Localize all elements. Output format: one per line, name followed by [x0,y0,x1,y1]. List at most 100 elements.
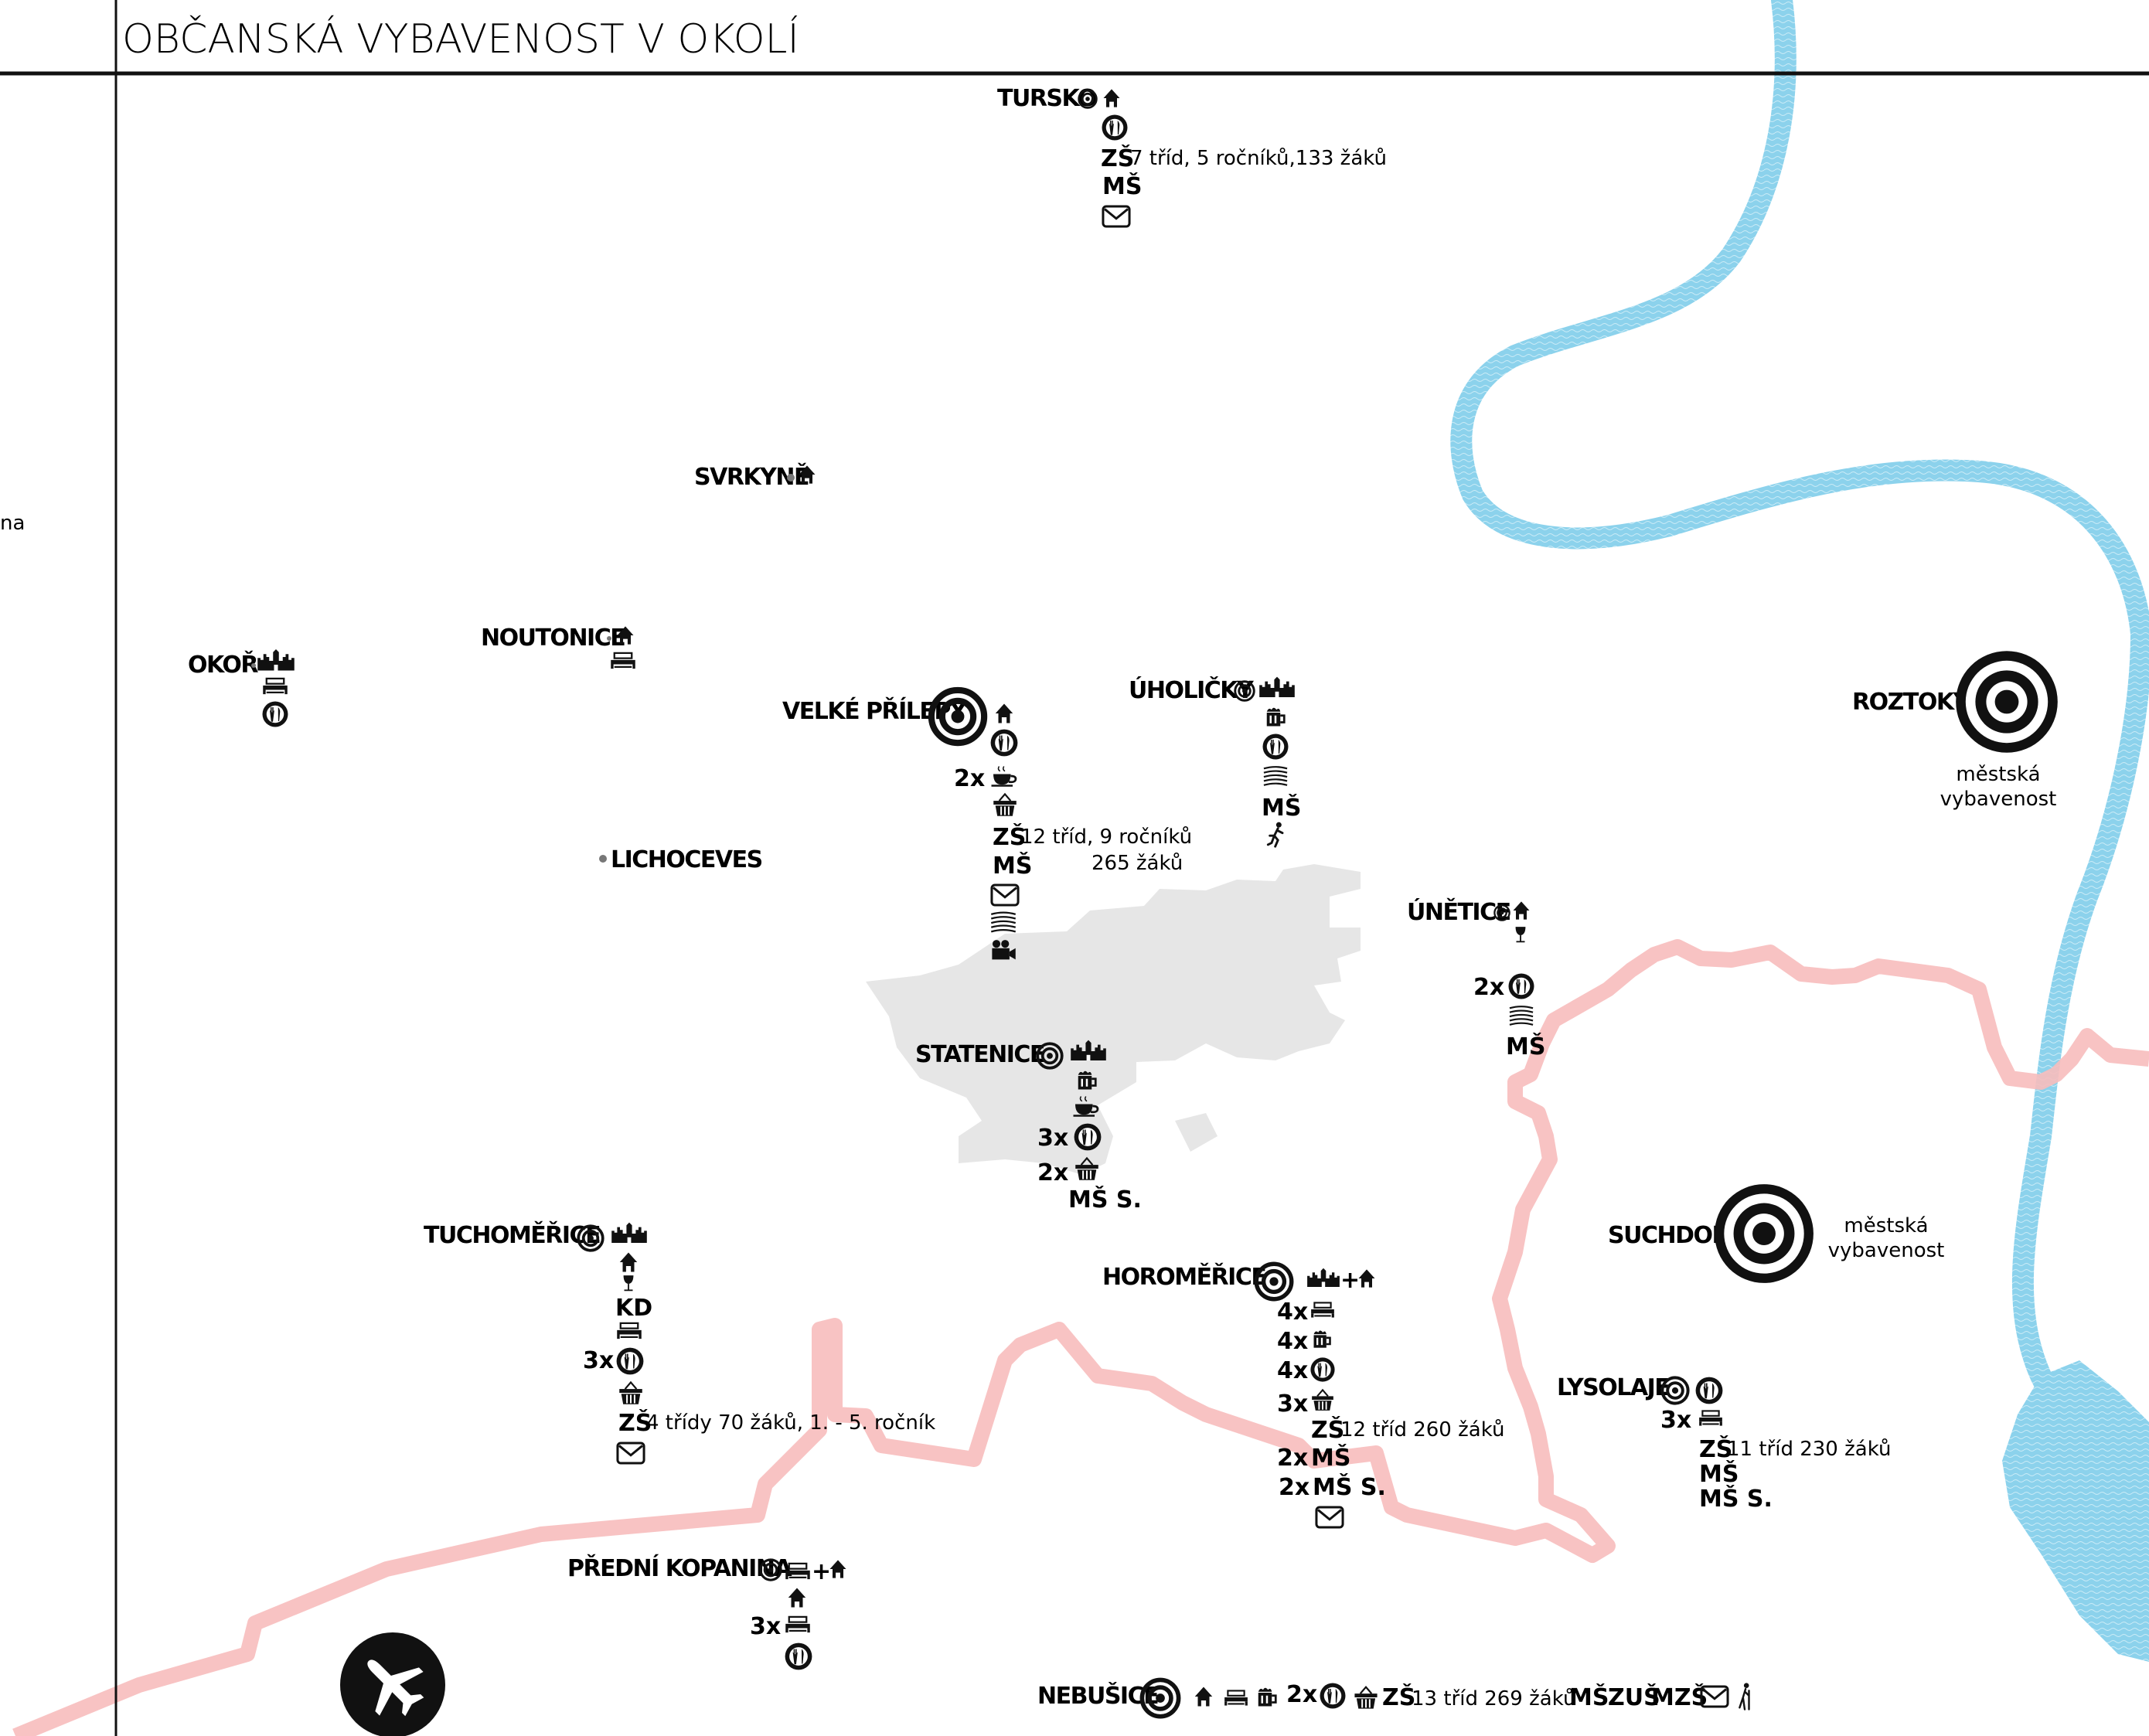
shop-count: 2x [1037,1159,1068,1186]
village-nebusice: NEBUŠICE 2x ZŠ 13 tříd 269 žáků MŠ ZUŠ M… [1037,1680,1750,1716]
village-svrkyne: SVRKYNĚ [694,463,816,491]
school-info: 13 tříd 269 žáků [1412,1687,1575,1710]
kindergarten-label: MŠ S. [1068,1185,1142,1213]
hotel-count: 3x [750,1613,781,1640]
restaurant-icon [1319,1682,1347,1710]
village-name: OKOŘ [188,651,258,679]
village-lysolaje: LYSOLAJE 3x ZŠ 11 tříd 230 žáků MŠ MŠ S. [1557,1374,1891,1513]
restaurant-icon [1073,1122,1102,1152]
school-label: ZŠ [1101,144,1134,172]
hotel-count: 3x [1660,1407,1691,1434]
plus-sign: + [1340,1267,1360,1294]
basket-icon [1354,1686,1378,1710]
bed-icon [261,677,289,696]
town-suchdol: SUCHDOL městská vybavenost [1608,1184,1944,1283]
restaurant-icon [1101,114,1129,141]
kindergarten-label: MŠ [1262,793,1301,822]
village-name: LYSOLAJE [1557,1374,1669,1401]
basket-icon [618,1381,643,1405]
chapel-icon [829,1560,846,1578]
village-unetice: ÚNĚTICE 2x MŠ [1407,897,1545,1060]
city-boundary [12,939,2149,1736]
school-label: ZŠ [1382,1683,1415,1711]
town-note-line-2: vybavenost [1940,788,2057,811]
restaurant-count: 2x [1286,1681,1317,1708]
town-roztoky: ROZTOKY městská vybavenost [1852,651,2058,811]
chapel-icon [1194,1687,1213,1707]
school-info: 12 tříd 260 žáků [1340,1418,1504,1442]
restaurant-icon [1694,1376,1724,1405]
village-noutonice: NOUTONICE [481,625,637,670]
wine-icon [623,1275,634,1292]
chapel-icon [1513,901,1530,920]
village-name: LICHOCEVES [611,846,762,873]
kindergarten-count: 2x [1277,1445,1308,1472]
coffee-icon [990,765,1017,788]
chapel-icon [1103,89,1120,107]
settlement-area-2 [1175,1113,1218,1152]
shop-count: 3x [1277,1391,1308,1418]
beer-icon [1265,706,1286,727]
school-info: 11 tříd 230 žáků [1727,1438,1891,1461]
restaurant-icon [1309,1356,1336,1383]
kindergarten-label: MŠ [1569,1683,1609,1711]
school-pupils: 265 žáků [1092,852,1183,875]
town-note-line-2: vybavenost [1828,1239,1945,1262]
village-okor: OKOŘ [188,649,295,728]
kindergarten-label: MŠ [1699,1459,1739,1488]
village-dot [599,855,607,863]
airplane-icon [367,1659,424,1717]
river-vltava-wide [2002,1360,2149,1662]
kindergarten-label: MŠ [1102,172,1142,200]
special-kindergarten-label: MŠ S. [1313,1472,1386,1501]
chapel-icon [995,703,1013,723]
bed-icon [1223,1690,1249,1707]
airport [340,1632,445,1736]
chapel-icon [619,1252,638,1272]
village-name: TURSKO [997,85,1096,112]
envelope-icon [1102,205,1131,228]
restaurant-icon [989,728,1019,757]
kindergarten-label: MŠ [1506,1032,1545,1060]
village-name: HOROMĚŘICE [1102,1263,1265,1291]
bed-icon [785,1562,811,1581]
cafe-count: 2x [954,765,985,792]
village-name: TUCHOMĚŘICE [424,1221,600,1249]
bullseye-icon [931,690,984,743]
restaurant-count: 2x [1473,974,1504,1001]
side-text-fragment: na [0,512,25,535]
restaurant-icon [615,1346,645,1376]
restaurant-icon [1507,972,1535,1000]
books-icon [1262,766,1289,786]
bullseye-icon [1956,651,2058,753]
target-icon [759,1558,782,1581]
chapel-icon [788,1588,806,1608]
village-dot [787,474,795,482]
target-icon [1036,1042,1064,1070]
village-name: PŘEDNÍ KOPANINA [567,1554,792,1582]
page-title: OBČANSKÁ VYBAVENOST V OKOLÍ [122,15,799,63]
village-name: NEBUŠICE [1037,1681,1158,1710]
restaurant-icon [1262,733,1289,761]
books-icon [1508,1006,1534,1026]
castle-icon [257,649,295,671]
settlement-area [866,864,1361,1175]
chapel-icon [1358,1269,1375,1288]
envelope-icon [990,883,1020,907]
restaurant-count: 4x [1277,1357,1308,1384]
bullseye-icon [1256,1264,1292,1299]
restaurant-icon [784,1642,813,1671]
wine-icon [1515,927,1526,943]
village-predni-kopanina: PŘEDNÍ KOPANINA + 3x [567,1554,846,1671]
town-note-line-1: městská [1844,1214,1928,1237]
bullseye-icon [1715,1184,1814,1283]
village-lichoceves: LICHOCEVES [599,846,763,873]
art-school-label: ZUŠ [1608,1683,1660,1711]
bed-icon [609,652,637,670]
hotel-count: 4x [1277,1299,1308,1326]
bed-icon [615,1322,643,1340]
special-kindergarten-label: MŠ S. [1699,1484,1773,1513]
village-tursko: TURSKO ZŠ 7 tříd, 5 ročníků,133 žáků MŠ [997,85,1387,228]
target-icon [1660,1376,1690,1405]
